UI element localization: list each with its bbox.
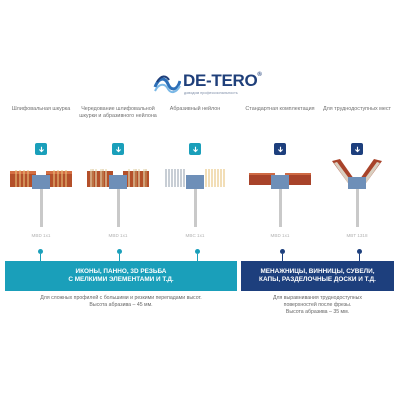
column-code: MBD 1x1 xyxy=(31,233,51,238)
note-line: Высота абразива – 45 мм. xyxy=(89,302,153,308)
expand-button[interactable] xyxy=(351,143,363,155)
arrow-down-icon xyxy=(192,146,198,152)
arrow-down-icon xyxy=(277,146,283,152)
product-column-hard-to-reach: Для труднодоступных мест MBT 1318 xyxy=(318,100,396,245)
product-column-mixed: Чередование шлифовальной шкурки и абрази… xyxy=(79,100,157,245)
banner-line: МЕНАЖНИЦЫ, ВИННИЦЫ, СУВЕЛИ, xyxy=(260,267,375,275)
product-column-standard: Стандартная комплектация MBD 1x1 xyxy=(241,100,319,245)
expand-button[interactable] xyxy=(35,143,47,155)
banner-note-right: Для выравнивания труднодоступных поверхн… xyxy=(241,295,394,316)
column-title: Абразивный нейлон xyxy=(169,106,221,112)
product-column-sanding: Шлифовальная шкурка MBD 1x1 xyxy=(2,100,80,245)
column-code: MBC 1x1 xyxy=(185,233,205,238)
banner-line: КАПЫ, РАЗДЕЛОЧНЫЕ ДОСКИ И Т.Д. xyxy=(259,276,376,283)
expand-button[interactable] xyxy=(274,143,286,155)
banner-line: С МЕЛКИМИ ЭЛЕМЕНТАМИ И Т.Д. xyxy=(68,276,174,283)
note-line: поверхностей после фрезы. xyxy=(283,302,352,308)
connector-pin xyxy=(116,249,123,262)
sanding-strip-brush-icon xyxy=(10,170,72,227)
banner-line: ИКОНЫ, ПАННО, 3D РЕЗЬБА xyxy=(75,267,167,275)
connector-pin xyxy=(356,249,363,262)
expand-button[interactable] xyxy=(112,143,124,155)
banner-note-left: Для сложных профилей с большими и резким… xyxy=(5,295,237,309)
note-line: Для выравнивания труднодоступных xyxy=(273,295,362,301)
connector-pin xyxy=(194,249,201,262)
arrow-down-icon xyxy=(115,146,121,152)
connector-pin xyxy=(37,249,44,262)
nylon-brush-icon xyxy=(165,169,225,227)
arrow-down-icon xyxy=(38,146,44,152)
mixed-brush-icon xyxy=(87,169,149,227)
column-title: Шлифовальная шкурка xyxy=(11,106,71,112)
logo-tagline: доводим профессиональность xyxy=(184,91,238,95)
note-line: Для сложных профилей с большими и резким… xyxy=(40,295,202,301)
column-code: MBD 1x1 xyxy=(108,233,128,238)
logo-wave-icon xyxy=(153,75,181,94)
arrow-down-icon xyxy=(354,146,360,152)
product-column-nylon: Абразивный нейлон MBC 1x1 xyxy=(156,100,234,245)
connector-pin xyxy=(279,249,286,262)
column-code: MBT 1318 xyxy=(346,233,368,238)
application-banner-icons: ИКОНЫ, ПАННО, 3D РЕЗЬБА С МЕЛКИМИ ЭЛЕМЕН… xyxy=(5,261,237,291)
application-banner-boards: МЕНАЖНИЦЫ, ВИННИЦЫ, СУВЕЛИ, КАПЫ, РАЗДЕЛ… xyxy=(241,261,394,291)
column-title: Для труднодоступных мест xyxy=(322,106,392,112)
column-title: Чередование шлифовальной шкурки и абрази… xyxy=(79,106,157,119)
logo-wordmark: DE-TERO® xyxy=(183,71,262,90)
brand-logo: DE-TERO® доводим профессиональность xyxy=(153,71,262,99)
column-code: MBD 1x1 xyxy=(270,233,290,238)
sanding-strip-brush-icon xyxy=(249,173,311,227)
note-line: Высота абразива – 35 мм. xyxy=(285,309,350,315)
expand-button[interactable] xyxy=(189,143,201,155)
column-title: Стандартная комплектация xyxy=(245,106,315,112)
hard-to-reach-brush-icon xyxy=(332,159,382,227)
